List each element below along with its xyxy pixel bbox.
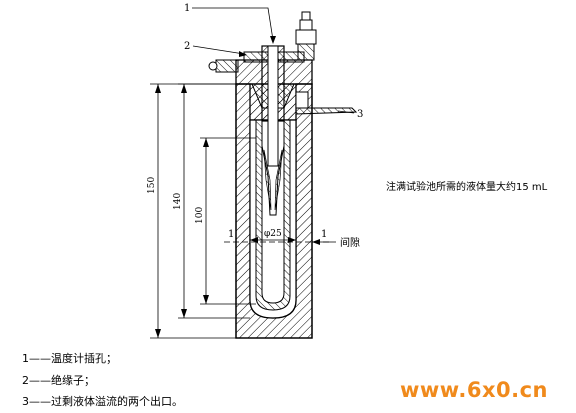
legend-item-3: 3——过剩液体溢流的两个出口。	[22, 395, 183, 408]
legend-item-1: 1——温度计插孔；	[22, 352, 117, 365]
site-watermark: www.6x0.cn	[400, 378, 548, 402]
dimension-150: 150	[147, 83, 236, 339]
svg-text:2: 2	[184, 41, 190, 52]
legend-item-2: 2——绝缘子；	[22, 374, 95, 387]
fill-volume-note: 注满试验池所需的液体量大约15 mL	[386, 180, 548, 193]
bore-cone-hatch	[263, 149, 283, 211]
thermometer-tube	[261, 45, 285, 167]
svg-text:间隙: 间隙	[340, 236, 360, 249]
callout-2: 2	[184, 41, 247, 57]
svg-text:1: 1	[184, 3, 190, 14]
section-line: 1 1 间隙	[224, 229, 360, 249]
svg-text:φ25: φ25	[264, 229, 282, 239]
svg-text:1: 1	[321, 229, 327, 240]
callout-3: 3	[337, 109, 363, 120]
svg-text:140: 140	[173, 193, 183, 210]
mounting-screw	[208, 59, 239, 73]
svg-text:1: 1	[228, 229, 234, 240]
svg-text:3: 3	[357, 109, 363, 120]
dimension-100: 100	[195, 137, 256, 305]
dimension-140: 140	[173, 83, 250, 319]
svg-text:150: 150	[147, 177, 157, 194]
overflow-outlet	[295, 91, 358, 115]
insulator-connector	[295, 11, 317, 61]
dimension-diameter: φ25	[250, 229, 296, 243]
callout-1: 1	[184, 3, 276, 44]
svg-text:100: 100	[195, 207, 205, 224]
